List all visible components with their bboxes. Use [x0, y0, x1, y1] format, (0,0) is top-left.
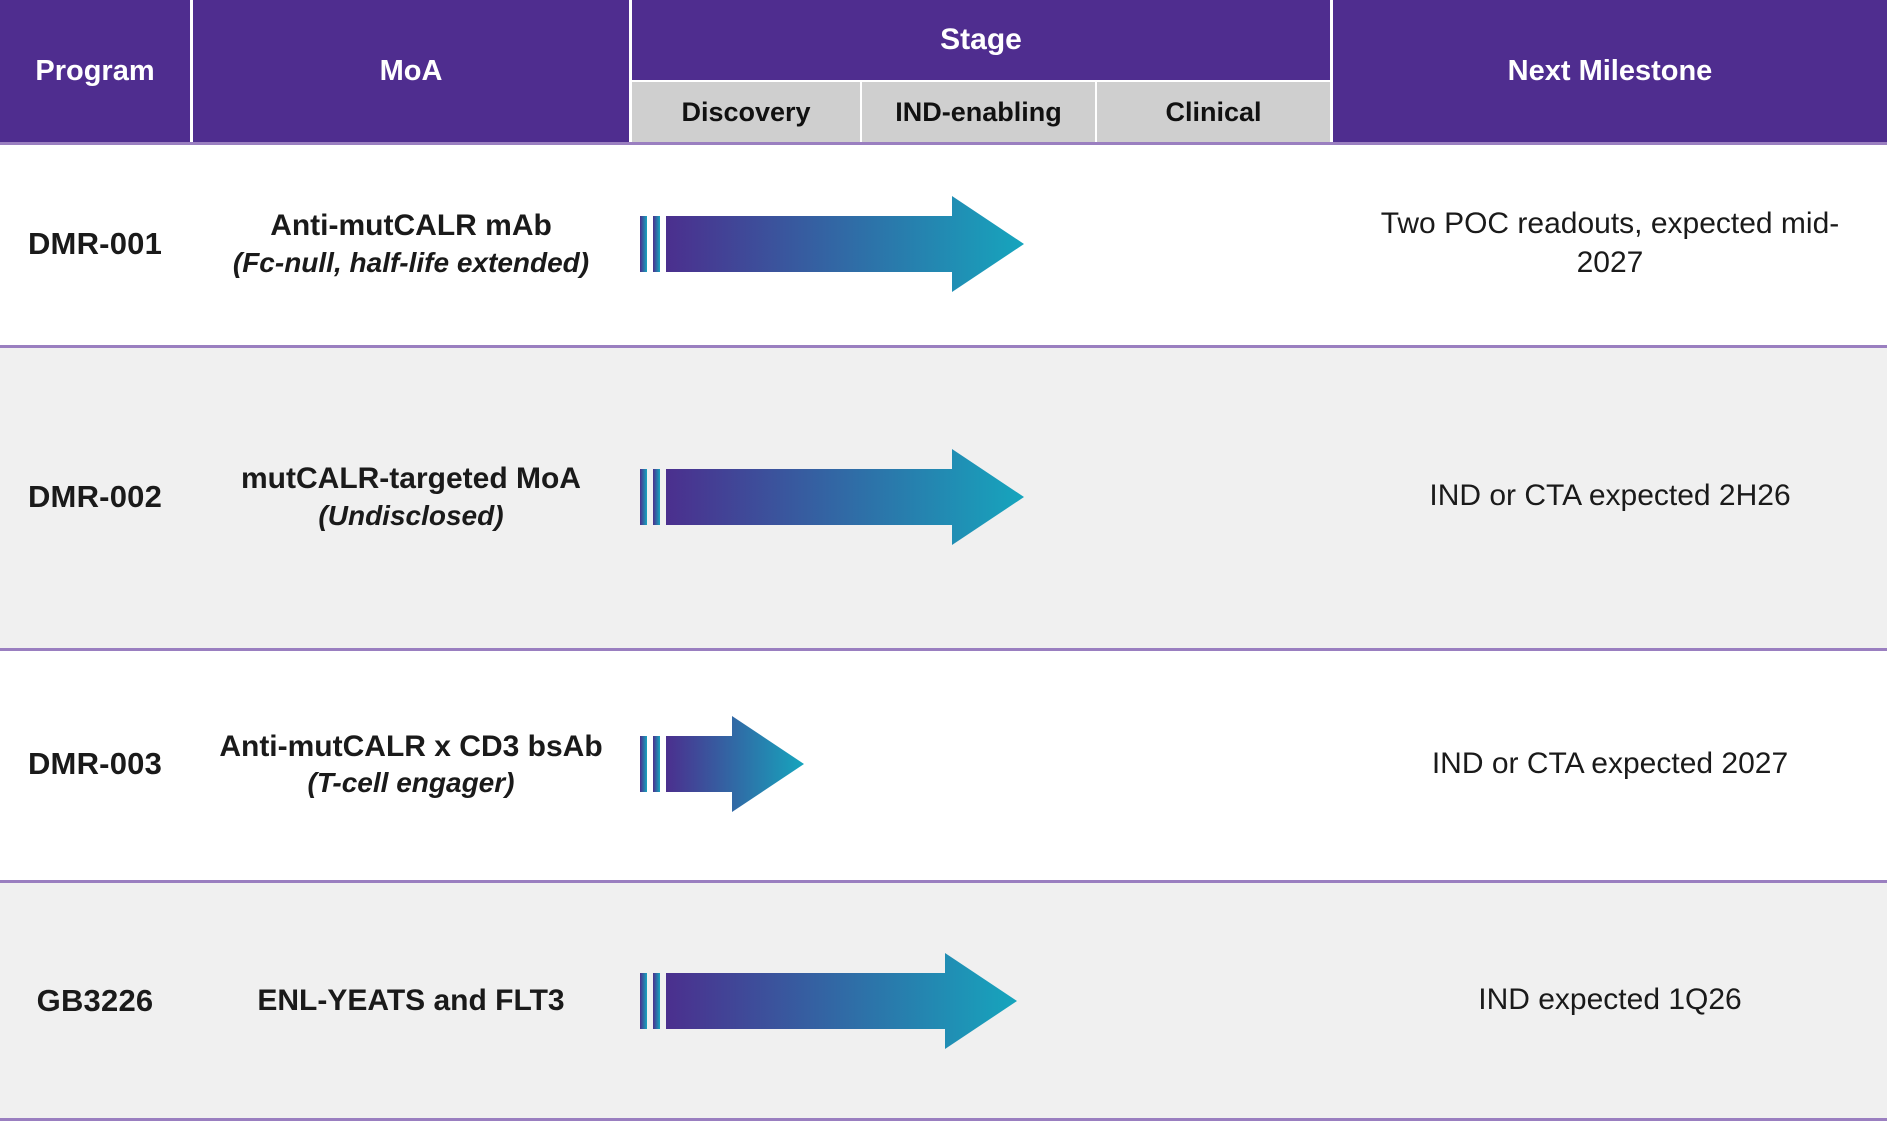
- column-header-moa: MoA: [193, 0, 629, 142]
- cell-moa: mutCALR-targeted MoA(Undisclosed): [193, 345, 629, 648]
- program-name: DMR-003: [27, 746, 163, 781]
- row-separator: [0, 880, 1887, 883]
- table-row: DMR-003 Anti-mutCALR x CD3 bsAb (T-cell en…: [0, 648, 1887, 880]
- table-row: DMR-001 Anti-mutCALR mAb(Fc-null, half-li…: [0, 142, 1887, 345]
- moa-title: Anti-mutCALR x CD3 bsAb: [219, 729, 603, 763]
- program-name: DMR-001: [27, 225, 163, 261]
- cell-moa: Anti-mutCALR mAb(Fc-null, half-life exte…: [193, 142, 629, 345]
- stage-progress-arrow: [640, 448, 1028, 545]
- next-milestone-text: IND or CTA expected 2027: [1431, 746, 1789, 780]
- moa-subtitle: (Undisclosed): [318, 499, 504, 531]
- moa-subtitle: (Fc-null, half-life extended): [232, 246, 590, 278]
- stage-progress-arrow: [640, 952, 1021, 1049]
- cell-stage: [632, 345, 1330, 648]
- cell-stage: [632, 142, 1330, 345]
- row-separator: [0, 345, 1887, 348]
- moa-title: mutCALR-targeted MoA: [241, 462, 581, 496]
- cell-moa: Anti-mutCALR x CD3 bsAb (T-cell engager): [193, 648, 629, 880]
- cell-program: GB3226: [0, 880, 190, 1121]
- table-row: DMR-002 mutCALR-targeted MoA(Undisclosed)…: [0, 345, 1887, 648]
- row-separator: [0, 1118, 1887, 1121]
- table-header: Program MoA Stage Next Milestone Discove…: [0, 0, 1887, 142]
- next-milestone-text: Two POC readouts, expected mid-2027: [1380, 207, 1840, 279]
- next-milestone-text: IND or CTA expected 2H26: [1429, 479, 1791, 513]
- cell-next-milestone: Two POC readouts, expected mid-2027: [1333, 142, 1887, 345]
- moa-title: ENL-YEATS and FLT3: [257, 983, 565, 1017]
- cell-next-milestone: IND expected 1Q26: [1333, 880, 1887, 1121]
- cell-program: DMR-001: [0, 142, 190, 345]
- program-name: DMR-002: [27, 478, 163, 514]
- column-header-next-milestone: Next Milestone: [1333, 0, 1887, 142]
- cell-stage: [632, 648, 1330, 880]
- substage-header-clinical: Clinical: [1097, 82, 1330, 142]
- cell-moa: ENL-YEATS and FLT3: [193, 880, 629, 1121]
- program-name: GB3226: [36, 982, 154, 1018]
- row-separator: [0, 648, 1887, 651]
- column-header-program: Program: [0, 0, 190, 142]
- moa-subtitle: (T-cell engager): [307, 767, 515, 799]
- substage-header-discovery: Discovery: [632, 82, 860, 142]
- row-separator: [0, 142, 1887, 145]
- cell-program: DMR-003: [0, 648, 190, 880]
- cell-next-milestone: IND or CTA expected 2027: [1333, 648, 1887, 880]
- moa-title: Anti-mutCALR mAb: [270, 209, 552, 243]
- cell-next-milestone: IND or CTA expected 2H26: [1333, 345, 1887, 648]
- column-header-stage: Stage: [632, 0, 1330, 80]
- next-milestone-text: IND expected 1Q26: [1478, 983, 1742, 1017]
- table-row: GB3226 ENL-YEATS and FLT3 IND expected 1Q2…: [0, 880, 1887, 1121]
- substage-header-ind-enabling: IND-enabling: [862, 82, 1095, 142]
- cell-stage: [632, 880, 1330, 1121]
- stage-progress-arrow: [640, 716, 808, 812]
- cell-program: DMR-002: [0, 345, 190, 648]
- stage-progress-arrow: [640, 195, 1028, 292]
